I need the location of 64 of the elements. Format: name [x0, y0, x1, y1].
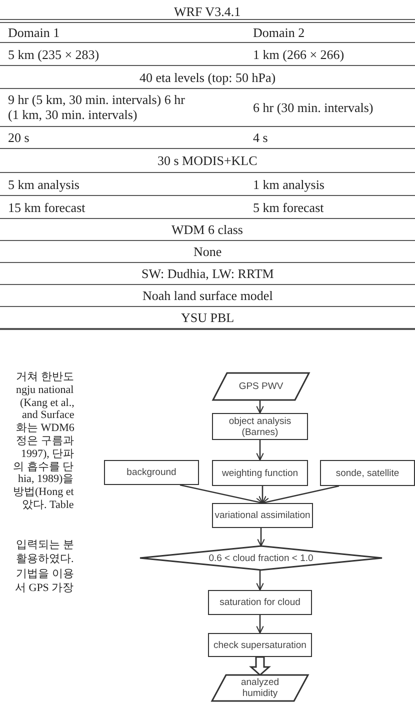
table-cell: 6 hr (30 min. intervals): [253, 100, 374, 114]
node-label: analyzed humidity: [240, 677, 280, 699]
table-cell: 1 km analysis: [253, 176, 324, 192]
table-cell: 30 s MODIS+KLC: [158, 152, 258, 168]
arrow: [256, 400, 264, 414]
data-parallelogram: [213, 373, 309, 400]
node-label: variational assimilation: [214, 510, 310, 521]
arrow: [256, 615, 264, 634]
decision-diamond: [140, 546, 382, 570]
table-cell: SW: Dudhia, LW: RRTM: [142, 266, 274, 280]
table-cell: 40 eta levels (top: 50 hPa): [140, 70, 276, 84]
process-box: [208, 633, 312, 657]
node-label: weighting function: [222, 468, 298, 478]
node-label: check supersaturation: [214, 640, 306, 650]
arrow: [256, 528, 266, 547]
node-label: GPS PWV: [238, 381, 284, 392]
process-box: [212, 413, 308, 440]
process-box: [212, 503, 313, 528]
table-cell: 5 km analysis: [8, 176, 80, 192]
process-box: [212, 460, 308, 486]
table-cell: 20 s: [8, 130, 30, 144]
body-text-line: 정은 구름과: [16, 435, 74, 447]
arrow: [258, 486, 267, 504]
arrow: [256, 570, 264, 591]
table-title: WRF V3.4.1: [174, 4, 241, 18]
table-cell: Domain 1: [8, 24, 60, 40]
table-cell: YSU PBL: [181, 310, 234, 324]
body-text-line: and Surface: [22, 409, 74, 422]
body-text-line: 1997), 단파: [21, 448, 74, 460]
process-box: [208, 590, 312, 615]
body-text-line: 의 흡수를 단: [13, 460, 74, 473]
body-text-line: 기법을 이용: [16, 568, 74, 580]
node-label: 0.6 < cloud fraction < 1.0: [208, 552, 314, 564]
table-cell: WDM 6 class: [172, 222, 243, 236]
node-label: sonde, satellite: [336, 468, 400, 478]
process-box: [104, 460, 199, 485]
body-text-line: 서 GPS 가장: [15, 582, 74, 594]
process-box: [320, 460, 415, 486]
table-cell: 9 hr (5 km, 30 min. intervals) 6 hr (1 km, 30 min. intervals): [8, 92, 186, 122]
table-cell: 1 km (266 × 266): [253, 46, 344, 62]
table-cell: Noah land surface model: [142, 288, 273, 302]
block-arrow: [249, 656, 271, 676]
node-label: background: [126, 467, 176, 478]
node-label: saturation for cloud: [220, 597, 300, 608]
table-cell: 5 km forecast: [253, 200, 324, 214]
body-text-line: ngju national: [16, 384, 74, 396]
arrow: [262, 485, 340, 506]
body-text-line: hia, 1989)을: [18, 473, 74, 486]
node-label: object analysis (Barnes): [228, 416, 292, 438]
table-cell: Domain 2: [253, 24, 305, 40]
body-text-line: 화는 WDM6: [16, 422, 74, 434]
table-cell: None: [194, 244, 222, 258]
body-text-line: 방법(Hong et: [13, 486, 74, 498]
body-text-line: (Kang et al.,: [20, 396, 74, 409]
body-text-line: 입력되는 분: [16, 539, 74, 551]
body-text-line: 거쳐 한반도: [16, 371, 74, 383]
data-parallelogram: [212, 675, 308, 701]
table-cell: 15 km forecast: [8, 200, 86, 214]
body-text-line: 활용하였다.: [16, 553, 74, 566]
arrow: [180, 484, 264, 506]
table-cell: 4 s: [253, 130, 268, 144]
body-text-line: 았다. Table: [22, 499, 74, 511]
arrow: [256, 440, 264, 461]
table-cell: 5 km (235 × 283): [8, 46, 100, 62]
